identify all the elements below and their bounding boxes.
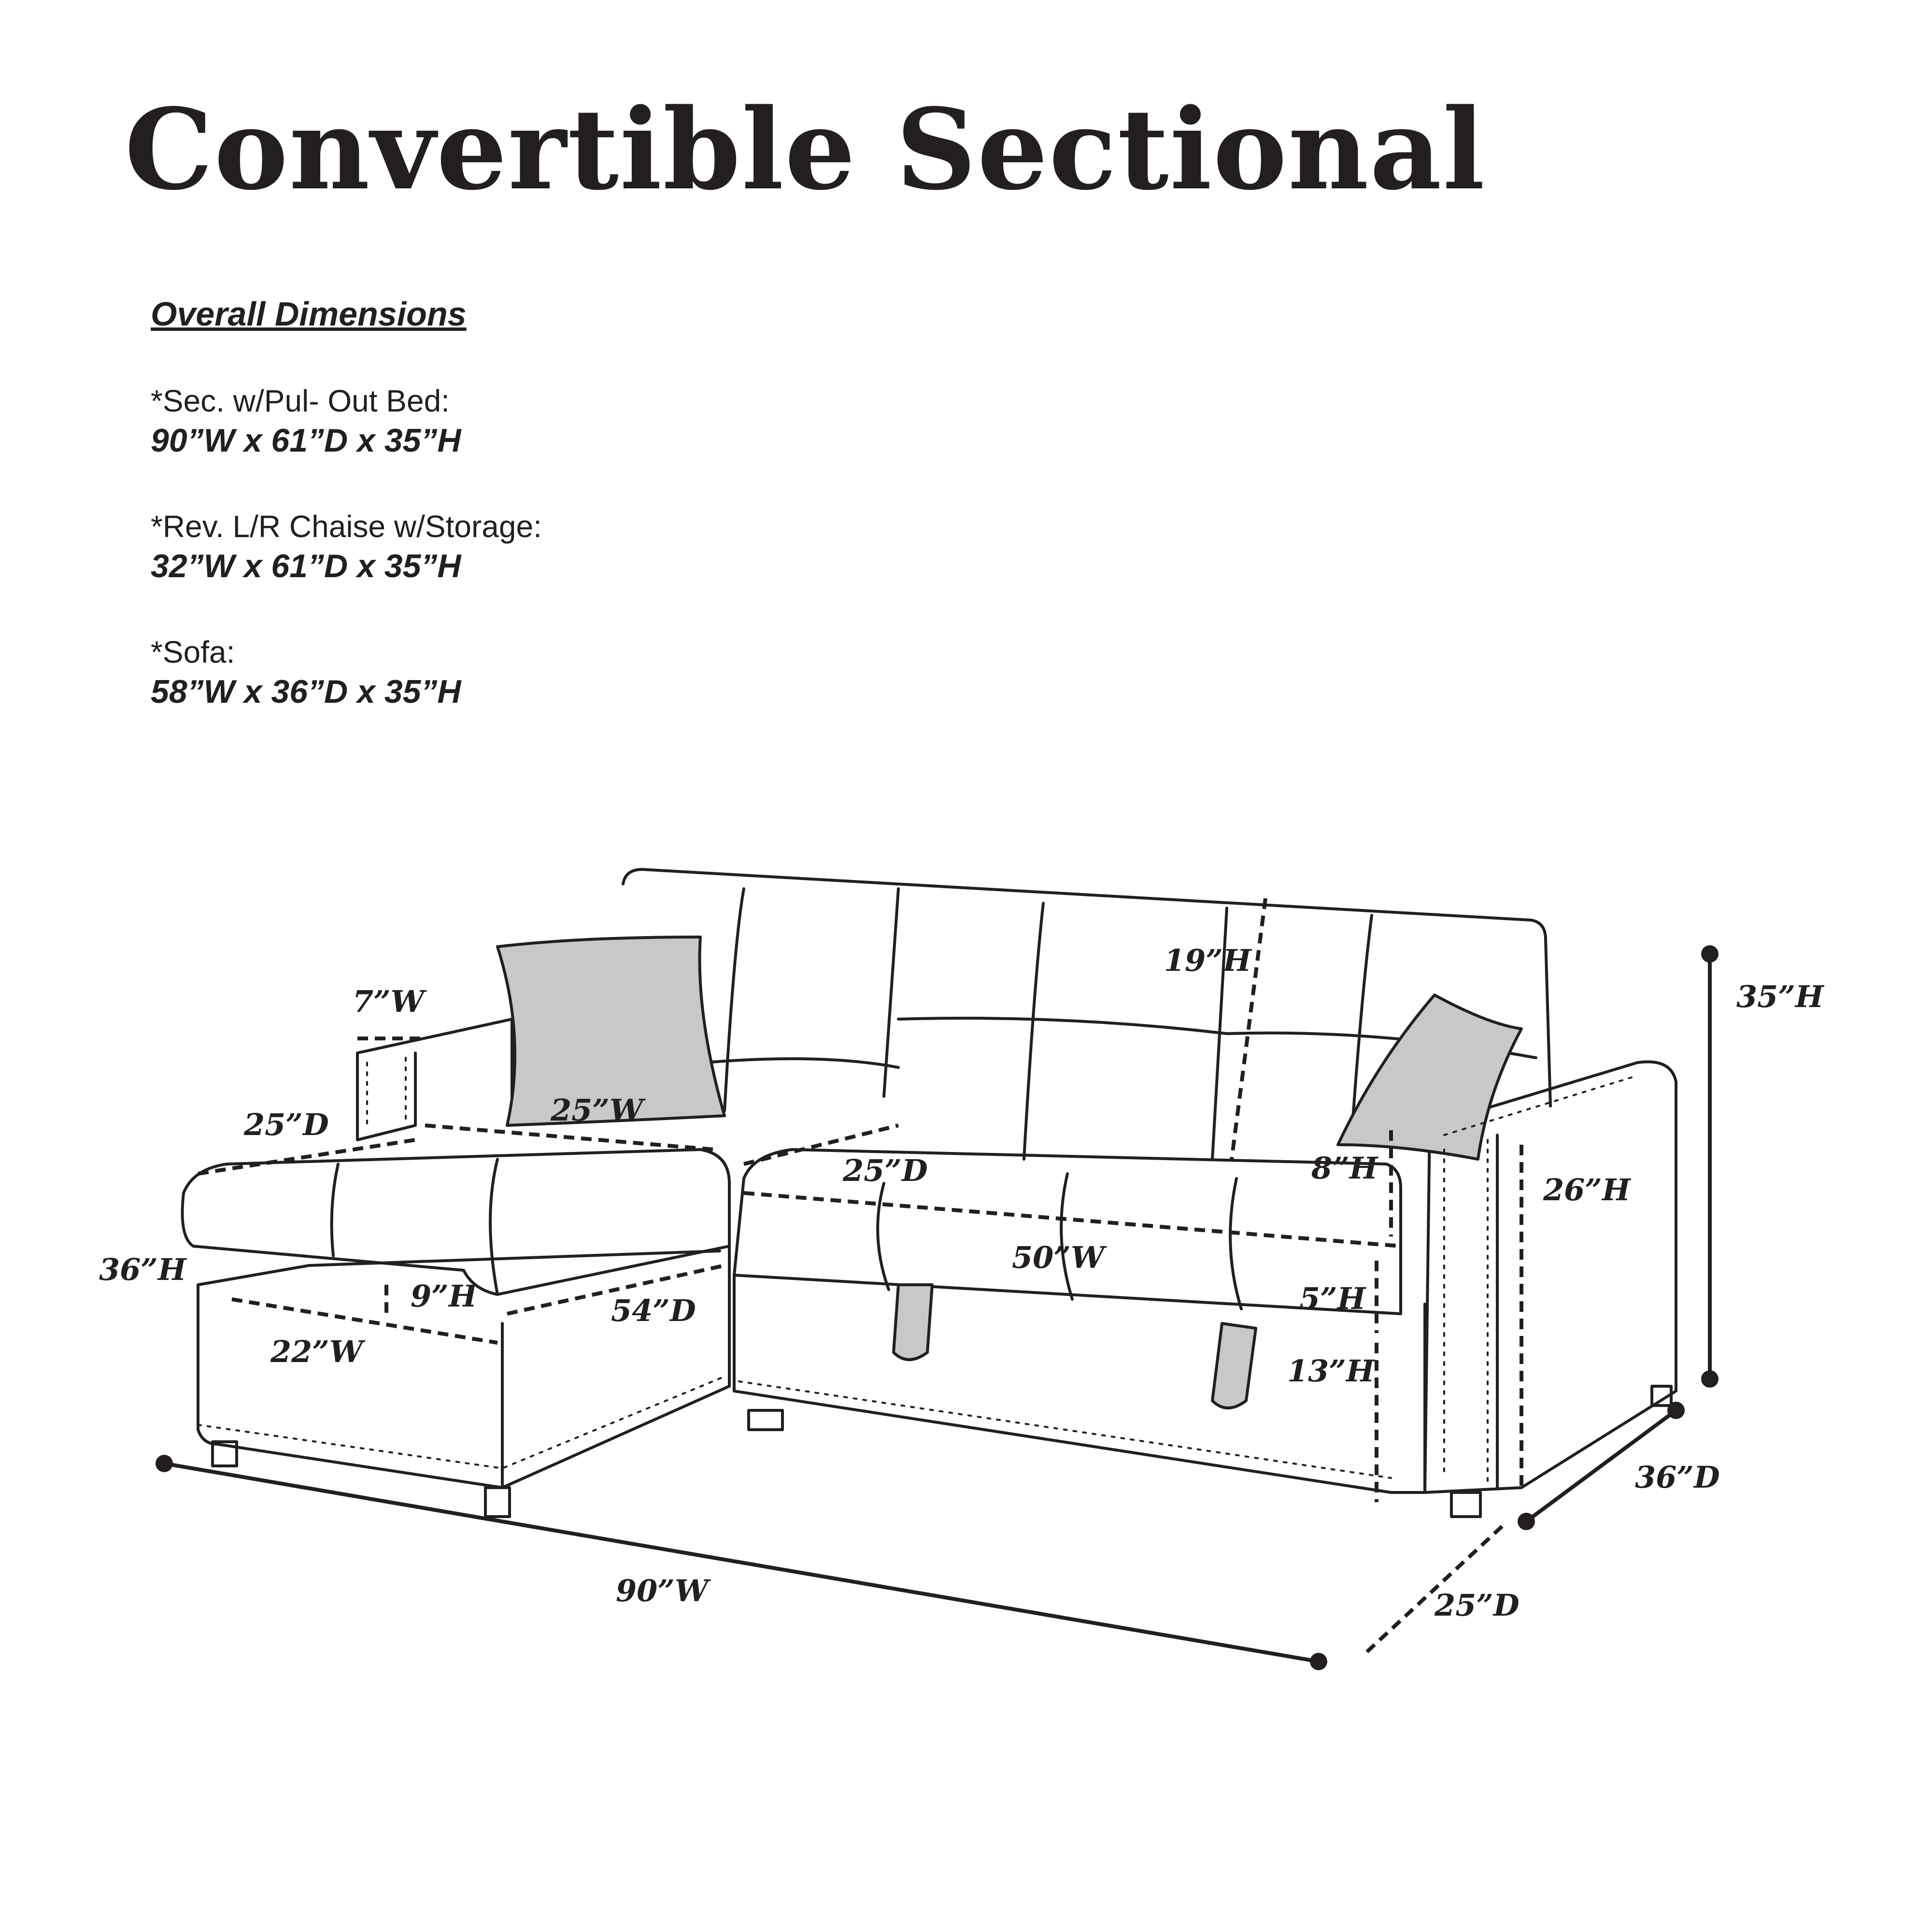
back-cushion-seam <box>1023 902 1045 1161</box>
dimension-line <box>1365 1525 1504 1653</box>
nailhead-trim <box>738 1380 1392 1479</box>
dimension-endpoint <box>1310 1653 1327 1670</box>
back-cushion-row <box>897 1017 1228 1035</box>
sofa-seat <box>733 1148 1402 1315</box>
dim-label-chaise-extension-depth: 25”D <box>1434 1588 1520 1623</box>
dim-label-chaise-depth: 54”D <box>611 1293 696 1328</box>
dimension-line <box>164 1462 1319 1663</box>
page-title: Convertible Sectional <box>125 85 1486 215</box>
spec-dimensions: 90”W x 61”D x 35”H <box>151 422 461 459</box>
dimension-line <box>425 1123 715 1151</box>
dimension-endpoint <box>1667 1402 1685 1419</box>
sofa-leg <box>211 1440 238 1467</box>
sofa-leg <box>1650 1385 1673 1407</box>
dim-label-chaise-height: 36”H <box>99 1252 187 1287</box>
throw-pillow <box>496 936 726 1127</box>
dimension-endpoint <box>1701 1370 1719 1388</box>
dimension-line <box>507 1264 725 1316</box>
dimension-line <box>743 1191 1401 1248</box>
sofa-leg <box>747 1409 784 1431</box>
dim-label-back-height: 19”H <box>1164 943 1252 978</box>
sofa-back-frame <box>622 868 1552 1108</box>
dimension-endpoint <box>156 1455 173 1472</box>
right-arm <box>1423 1060 1677 1494</box>
dimension-line <box>231 1297 498 1345</box>
chaise-storage-open <box>197 1250 721 1286</box>
dim-label-sofa-depth: 36”D <box>1635 1460 1720 1495</box>
sofa-seat-seam <box>1060 1172 1074 1301</box>
dim-label-storage-height: 9”H <box>411 1279 478 1314</box>
spec-item: *Rev. L/R Chaise w/Storage: 32”W x 61”D … <box>151 507 542 587</box>
sofa-leg <box>484 1486 511 1518</box>
chaise-seat-seam <box>330 1163 340 1257</box>
dim-label-bed-width: 50”W <box>1012 1240 1107 1275</box>
overall-dimensions-panel: Overall Dimensions *Sec. w/Pul- Out Bed:… <box>151 295 542 758</box>
dim-label-storage-width: 22”W <box>270 1334 366 1369</box>
sofa-leg <box>1450 1491 1482 1518</box>
dim-label-seat-cushion-height: 5”H <box>1299 1281 1367 1316</box>
spec-dimensions: 32”W x 61”D x 35”H <box>151 548 461 584</box>
sofa-seat-seam <box>1229 1177 1243 1310</box>
dim-label-overall-height: 35”H <box>1736 979 1825 1014</box>
spec-label: *Rev. L/R Chaise w/Storage: <box>151 509 542 544</box>
spec-item: *Sofa: 58”W x 36”D x 35”H <box>151 633 542 712</box>
dimension-line <box>743 1123 899 1166</box>
dim-label-overall-width: 90”W <box>616 1573 711 1608</box>
dim-label-arm-top-height: 8”H <box>1311 1151 1379 1186</box>
dim-label-arm-height: 26”H <box>1543 1172 1632 1208</box>
spec-item: *Sec. w/Pul- Out Bed: 90”W x 61”D x 35”H <box>151 382 542 461</box>
dimension-endpoint <box>1701 945 1719 963</box>
spec-label: *Sofa: <box>151 635 235 669</box>
nailhead-trim <box>1443 1076 1634 1136</box>
dim-label-chaise-depth-top: 25”D <box>243 1107 329 1142</box>
back-cushion-divider <box>882 887 900 1098</box>
dimension-endpoint <box>1518 1513 1535 1530</box>
dim-label-arm-width: 7”W <box>353 984 427 1019</box>
overall-dimensions-heading: Overall Dimensions <box>151 295 467 333</box>
chaise-base <box>197 1245 731 1489</box>
dimension-line <box>1525 1408 1677 1523</box>
back-cushion-seam <box>723 887 745 1112</box>
pull-out-strap <box>1211 1322 1257 1409</box>
dim-label-seat-height: 13”H <box>1287 1353 1376 1389</box>
dim-label-chaise-seat-width: 25”W <box>550 1093 646 1128</box>
chaise-seat-seam <box>489 1158 499 1296</box>
sofa-seat-seam <box>876 1182 890 1291</box>
back-cushion-row <box>704 1057 900 1069</box>
throw-pillow <box>1336 994 1523 1161</box>
back-cushion-seam <box>1351 914 1373 1127</box>
spec-dimensions: 58”W x 36”D x 35”H <box>151 673 461 710</box>
spec-label: *Sec. w/Pul- Out Bed: <box>151 384 450 418</box>
dim-label-sofa-seat-depth: 25”D <box>842 1153 928 1188</box>
dimension-line <box>198 1138 416 1176</box>
pull-out-strap <box>892 1283 934 1361</box>
dimension-line <box>1230 898 1267 1160</box>
